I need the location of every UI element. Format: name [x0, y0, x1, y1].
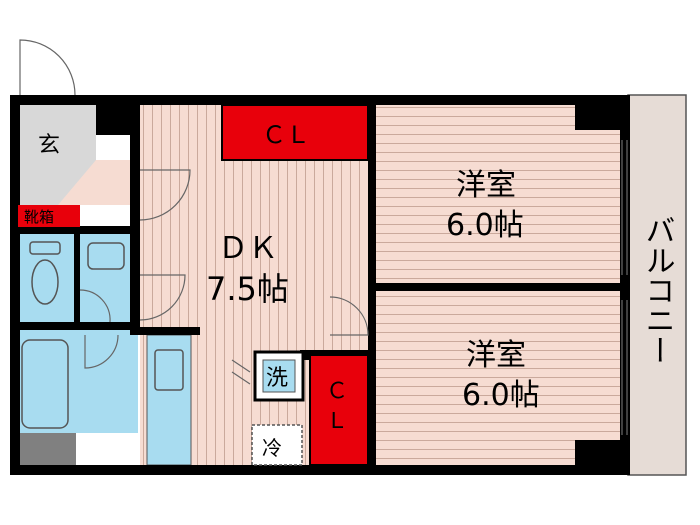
washer-label: 洗: [266, 366, 288, 391]
bathtub: [21, 339, 69, 429]
room-top-size: 6.0帖: [446, 208, 524, 243]
washer-inner: [262, 359, 296, 393]
fridge-label: 冷: [262, 436, 282, 460]
balcony-windows: [621, 140, 628, 435]
washbasin: [87, 242, 125, 270]
balcony-label: バルコニー: [640, 215, 675, 365]
sink: [154, 349, 184, 391]
entrance-step: [58, 160, 130, 205]
closet-top: [221, 104, 369, 161]
room-bottom-name: 洋室: [466, 338, 526, 373]
room-bottom-floor: [372, 290, 620, 465]
shoe-box: [18, 205, 80, 227]
balcony-floor: [627, 94, 687, 476]
dk-name: ＤＫ: [218, 231, 278, 266]
room-top-floor: [372, 105, 620, 285]
closet-side-l: Ｌ: [326, 409, 348, 434]
closet-top-label: ＣＬ: [262, 121, 310, 149]
door-swings: [19, 39, 369, 385]
bath-dark-step: [18, 433, 76, 465]
toilet-bowl: [31, 259, 59, 305]
fridge-box: [251, 424, 303, 466]
room-bottom-size: 6.0帖: [462, 378, 540, 413]
closet-side: [309, 354, 369, 466]
closet-side-c: Ｃ: [326, 379, 348, 404]
shoe-box-label: 靴箱: [24, 208, 54, 226]
entrance-label: 玄: [38, 133, 60, 158]
dk-size: 7.5帖: [206, 270, 289, 308]
room-top-name: 洋室: [456, 168, 516, 203]
toilet-tank: [29, 241, 61, 255]
